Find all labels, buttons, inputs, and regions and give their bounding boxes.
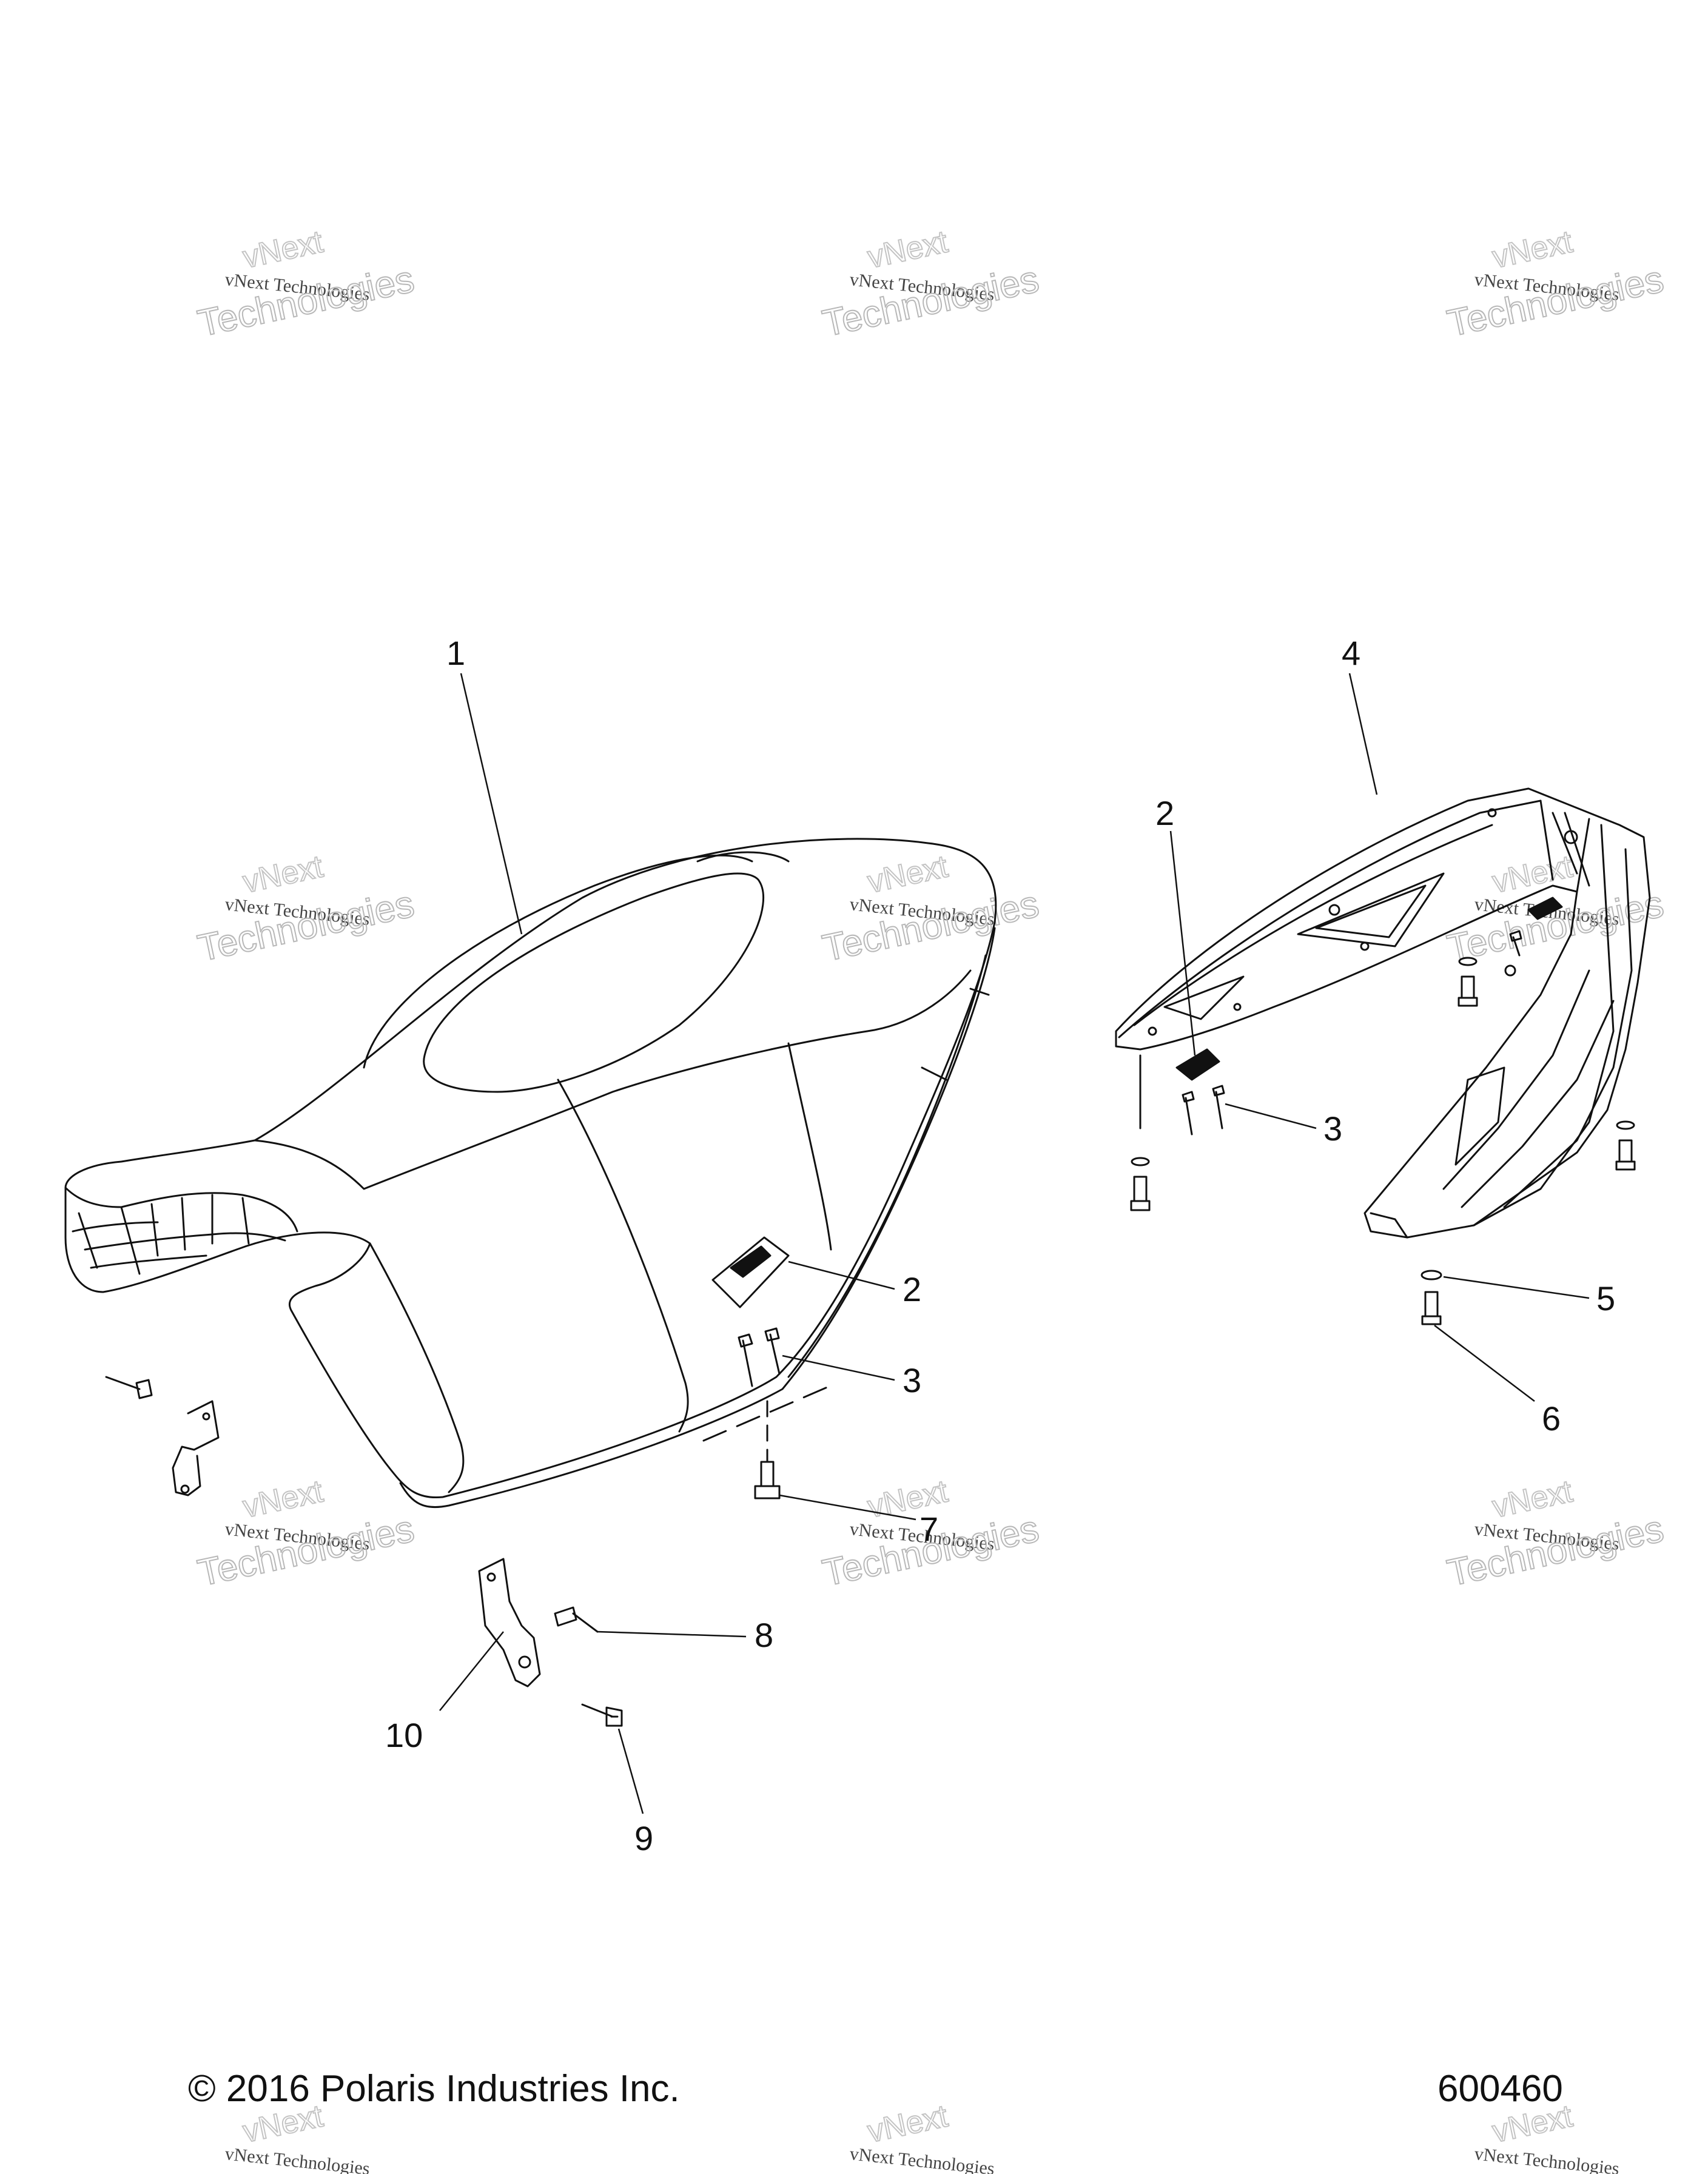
callout-5: 5 [1596, 1279, 1615, 1318]
watermark-text: vNext Technologies [849, 2144, 995, 2174]
watermark: vNext vNext Technologies [849, 2098, 995, 2174]
rear-handle [1115, 787, 1651, 1325]
callout-3-handle: 3 [1323, 1109, 1342, 1148]
watermark-vnext: vNext [864, 2098, 951, 2149]
callout-3-seat: 3 [903, 1361, 921, 1399]
watermark-vnext: vNext [240, 849, 326, 900]
callout-1: 1 [446, 634, 465, 672]
watermark-vnext: vNext [1489, 1473, 1576, 1524]
callout-10: 10 [385, 1716, 423, 1754]
figure-number: 600460 [1437, 2068, 1563, 2110]
seat [64, 838, 997, 1509]
watermark: vNext vNext Technologies Technologies [1443, 1473, 1667, 1595]
watermark-text: vNext Technologies [224, 2144, 371, 2174]
callout-7: 7 [920, 1510, 938, 1548]
watermark: vNext vNext Technologies Technologies [193, 223, 418, 345]
callout-4: 4 [1342, 634, 1360, 672]
callout-6: 6 [1542, 1399, 1561, 1438]
copyright-notice: © 2016 Polaris Industries Inc. [188, 2068, 680, 2110]
watermark: vNext vNext Technologies Technologies [1443, 223, 1667, 345]
watermark: vNext vNext Technologies Technologies [193, 1473, 418, 1595]
watermark-vnext: vNext [864, 224, 951, 275]
watermark-vnext: vNext [240, 1473, 326, 1524]
watermarks: vNext vNext Technologies Technologies vN… [193, 223, 1667, 2174]
callout-9: 9 [634, 1819, 653, 1857]
watermark: vNext vNext Technologies Technologies [818, 223, 1043, 345]
watermark-text: vNext Technologies [1473, 2144, 1620, 2174]
watermark-vnext: vNext [1489, 849, 1576, 900]
watermark-vnext: vNext [864, 849, 951, 900]
callout-8: 8 [755, 1616, 773, 1654]
callout-2-handle: 2 [1155, 794, 1174, 832]
callout-2-seat: 2 [903, 1270, 921, 1308]
leader-lines [439, 673, 1590, 1814]
callouts: 1 2 4 3 2 3 5 6 7 8 10 9 [385, 634, 1615, 1857]
watermark: vNext vNext Technologies Technologies [193, 848, 418, 970]
watermark-vnext: vNext [240, 224, 326, 275]
hardware-left [105, 1327, 838, 1727]
watermark-vnext: vNext [1489, 224, 1576, 275]
watermark: vNext vNext Technologies Technologies [818, 848, 1043, 970]
